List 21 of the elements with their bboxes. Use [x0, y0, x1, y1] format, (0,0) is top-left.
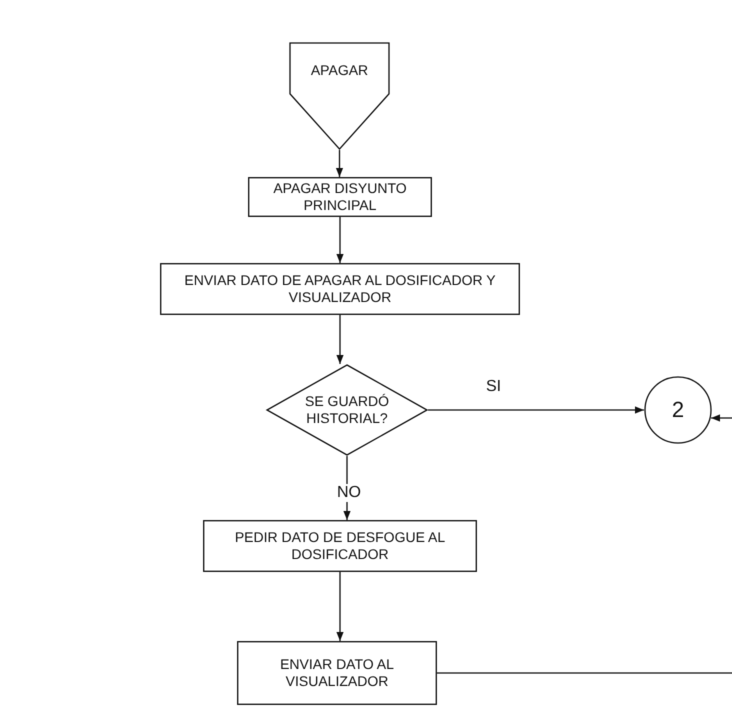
arrow	[711, 414, 732, 422]
node-label: APAGAR	[310, 62, 370, 80]
process-box	[237, 641, 437, 705]
decision-diamond	[266, 364, 428, 456]
node-label: SE GUARDÓ HISTORIAL?	[304, 392, 390, 428]
node-label: ENVIAR DATO DE APAGAR AL DOSIFICADOR Y VISUALIZADOR	[183, 272, 497, 306]
node-label: APAGAR DISYUNTO PRINCIPAL	[272, 180, 408, 214]
process-box	[203, 520, 477, 572]
off-page-connector	[289, 42, 390, 150]
arrow	[428, 406, 644, 414]
node-label: ENVIAR DATO AL VISUALIZADOR	[279, 656, 395, 690]
process-box	[160, 263, 520, 315]
connector-circle	[644, 376, 712, 444]
arrow	[336, 217, 344, 263]
arrow	[336, 150, 344, 177]
node-label: PEDIR DATO DE DESFOGUE AL DOSIFICADOR	[234, 528, 446, 564]
node-label: 2	[670, 396, 686, 424]
arrow	[336, 315, 344, 364]
process-box	[248, 177, 432, 217]
edge-label: NO	[335, 484, 363, 502]
arrow	[336, 572, 344, 641]
